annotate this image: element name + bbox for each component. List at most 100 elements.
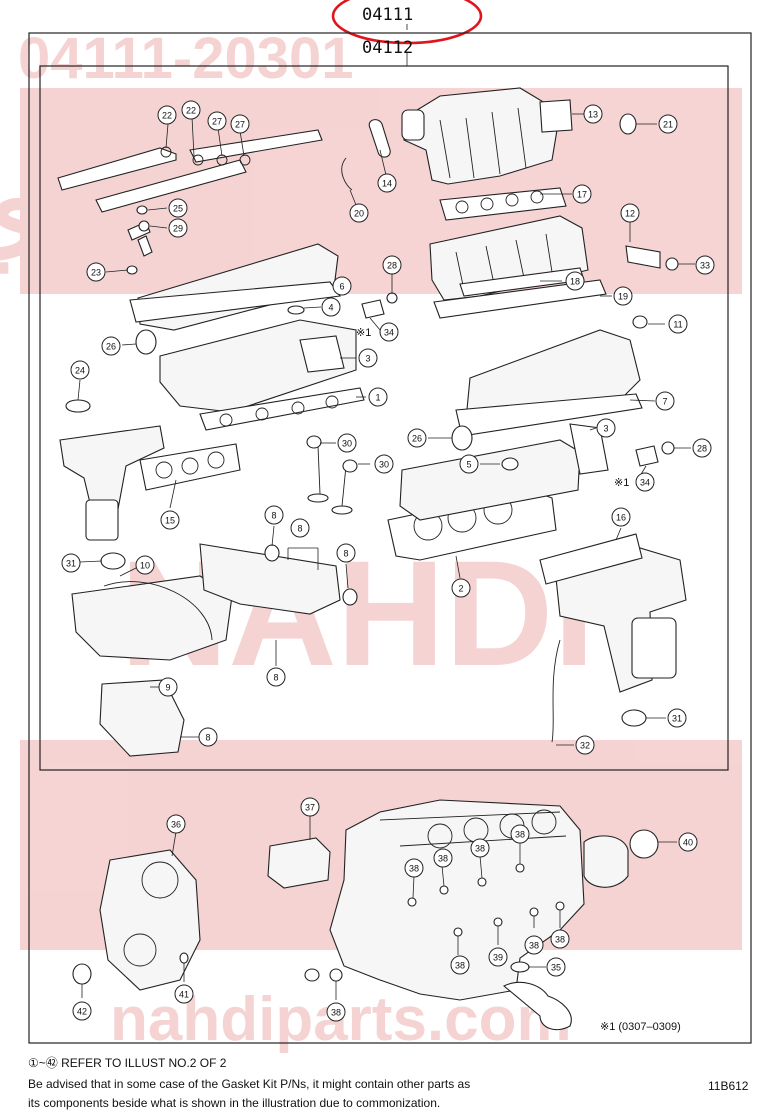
callout-15[interactable]: 15 bbox=[160, 510, 180, 530]
callout-21[interactable]: 21 bbox=[658, 114, 678, 134]
header: 04111 04112 bbox=[331, 0, 483, 58]
callout-circle bbox=[635, 472, 655, 492]
callout-11[interactable]: 11 bbox=[668, 314, 688, 334]
callout-35[interactable]: 35 bbox=[546, 957, 566, 977]
callout-19[interactable]: 19 bbox=[613, 286, 633, 306]
callout-38[interactable]: 38 bbox=[433, 848, 453, 868]
callout-circle bbox=[158, 677, 178, 697]
part-number-inner[interactable]: 04112 bbox=[362, 38, 413, 58]
callout-5[interactable]: 5 bbox=[459, 454, 479, 474]
callout-number: 38 bbox=[529, 941, 539, 951]
callout-number: 18 bbox=[570, 277, 580, 287]
callout-circle bbox=[596, 418, 616, 438]
callout-40[interactable]: 40 bbox=[678, 832, 698, 852]
callout-number: 11 bbox=[673, 320, 682, 330]
callout-39[interactable]: 39 bbox=[488, 947, 508, 967]
outer-frame bbox=[28, 32, 752, 1044]
callout-14[interactable]: 14 bbox=[377, 173, 397, 193]
callout-9[interactable]: 9 bbox=[158, 677, 178, 697]
callout-number: 32 bbox=[580, 741, 590, 751]
fuel-rail-mid bbox=[189, 129, 323, 163]
callout-3[interactable]: 3 bbox=[596, 418, 616, 438]
callout-6[interactable]: 6 bbox=[332, 276, 352, 296]
callout-circle bbox=[550, 929, 570, 949]
callout-8[interactable]: 8 bbox=[336, 543, 356, 563]
callout-8[interactable]: 8 bbox=[290, 518, 310, 538]
callout-circle bbox=[575, 735, 595, 755]
callout-28[interactable]: 28 bbox=[692, 438, 712, 458]
callout-circle bbox=[524, 935, 544, 955]
callout-33[interactable]: 33 bbox=[695, 255, 715, 275]
callout-8[interactable]: 8 bbox=[198, 727, 218, 747]
callout-circle bbox=[157, 105, 177, 125]
callout-31[interactable]: 31 bbox=[61, 553, 81, 573]
callout-26[interactable]: 26 bbox=[101, 336, 121, 356]
callout-38[interactable]: 38 bbox=[404, 858, 424, 878]
callout-30[interactable]: 30 bbox=[374, 454, 394, 474]
callout-26[interactable]: 26 bbox=[407, 428, 427, 448]
callout-32[interactable]: 32 bbox=[575, 735, 595, 755]
callout-circle bbox=[230, 114, 250, 134]
callout-8[interactable]: 8 bbox=[266, 667, 286, 687]
callout-circle bbox=[546, 957, 566, 977]
callout-27[interactable]: 27 bbox=[207, 111, 227, 131]
callout-38[interactable]: 38 bbox=[510, 824, 530, 844]
callout-18[interactable]: 18 bbox=[565, 271, 585, 291]
engine-leaders bbox=[81, 816, 677, 1000]
callout-number: 34 bbox=[640, 478, 650, 488]
callout-20[interactable]: 20 bbox=[349, 203, 369, 223]
callout-38[interactable]: 38 bbox=[450, 955, 470, 975]
callout-34[interactable]: 34 bbox=[379, 322, 399, 342]
callout-circle bbox=[407, 428, 427, 448]
callout-3[interactable]: 3 bbox=[358, 348, 378, 368]
callout-38[interactable]: 38 bbox=[524, 935, 544, 955]
callout-number: 27 bbox=[235, 120, 245, 130]
callout-circle bbox=[198, 727, 218, 747]
callout-8[interactable]: 8 bbox=[264, 505, 284, 525]
callout-circle bbox=[658, 114, 678, 134]
callout-4[interactable]: 4 bbox=[321, 297, 341, 317]
callout-circle bbox=[377, 173, 397, 193]
callout-10[interactable]: 10 bbox=[135, 555, 155, 575]
front-cover bbox=[99, 849, 201, 991]
callout-number: 29 bbox=[173, 224, 183, 234]
callout-circle bbox=[135, 555, 155, 575]
callout-1[interactable]: 1 bbox=[368, 387, 388, 407]
callout-16[interactable]: 16 bbox=[611, 507, 631, 527]
callout-23[interactable]: 23 bbox=[86, 262, 106, 282]
callout-13[interactable]: 13 bbox=[583, 104, 603, 124]
callout-2[interactable]: 2 bbox=[451, 578, 471, 598]
callout-24[interactable]: 24 bbox=[70, 360, 90, 380]
callout-circle bbox=[326, 1002, 346, 1022]
callout-circle bbox=[332, 276, 352, 296]
callout-12[interactable]: 12 bbox=[620, 203, 640, 223]
callout-circle bbox=[72, 1001, 92, 1021]
callout-30[interactable]: 30 bbox=[337, 433, 357, 453]
callout-circle bbox=[488, 947, 508, 967]
callout-circle bbox=[678, 832, 698, 852]
callout-22[interactable]: 22 bbox=[157, 105, 177, 125]
callout-number: 39 bbox=[493, 953, 503, 963]
callout-38[interactable]: 38 bbox=[326, 1002, 346, 1022]
callout-38[interactable]: 38 bbox=[470, 838, 490, 858]
callout-circle bbox=[565, 271, 585, 291]
callout-25[interactable]: 25 bbox=[168, 198, 188, 218]
callout-number: 38 bbox=[409, 864, 419, 874]
callout-42[interactable]: 42 bbox=[72, 1001, 92, 1021]
callout-number: 38 bbox=[331, 1008, 341, 1018]
callout-41[interactable]: 41 bbox=[174, 984, 194, 1004]
callout-27[interactable]: 27 bbox=[230, 114, 250, 134]
part-number-top[interactable]: 04111 bbox=[362, 5, 413, 25]
callout-29[interactable]: 29 bbox=[168, 218, 188, 238]
callout-28[interactable]: 28 bbox=[382, 255, 402, 275]
callout-17[interactable]: 17 bbox=[572, 184, 592, 204]
callout-22[interactable]: 22 bbox=[181, 100, 201, 120]
callout-31[interactable]: 31 bbox=[667, 708, 687, 728]
callout-circle bbox=[404, 858, 424, 878]
callout-38[interactable]: 38 bbox=[550, 929, 570, 949]
callout-34[interactable]: 34 bbox=[635, 472, 655, 492]
callout-36[interactable]: 36 bbox=[166, 814, 186, 834]
callout-37[interactable]: 37 bbox=[300, 797, 320, 817]
callout-7[interactable]: 7 bbox=[655, 391, 675, 411]
callout-number: 28 bbox=[697, 444, 707, 454]
